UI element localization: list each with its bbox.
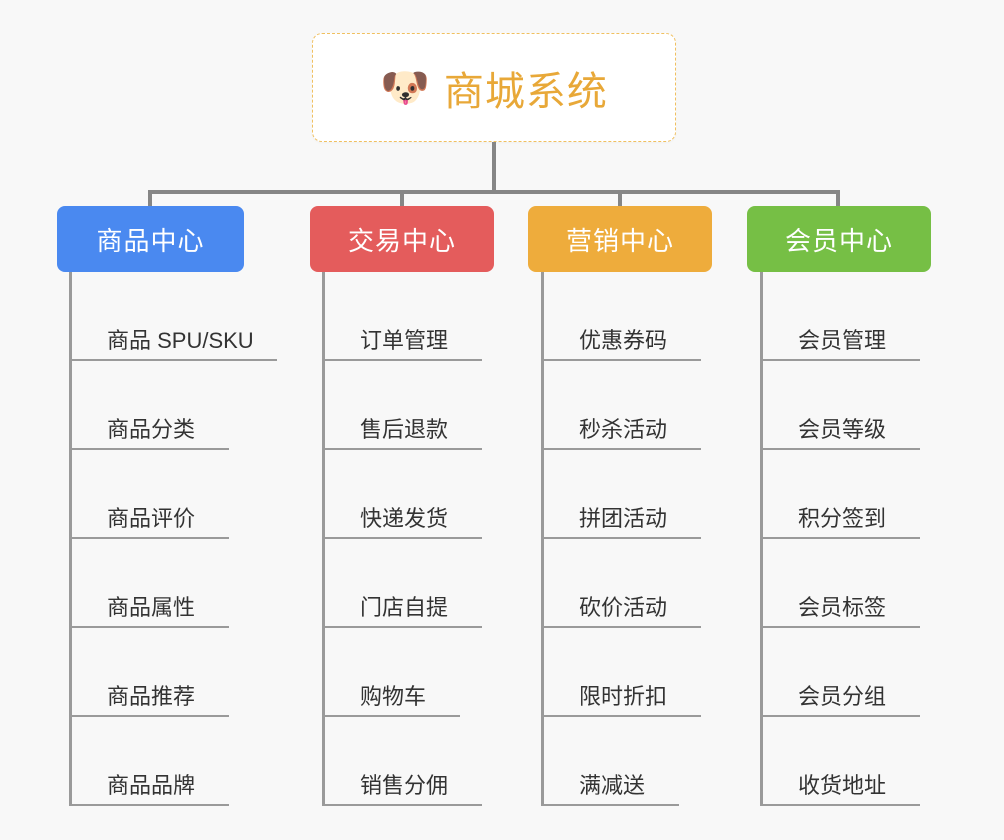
root-title: 商城系统 (443, 69, 608, 114)
leaf-item-label: 限时折扣 (579, 683, 668, 709)
leaf-item-label: 商品分类 (107, 416, 196, 442)
category-box-product-center[interactable]: 商品中心 (57, 206, 244, 272)
leaf-item-label: 购物车 (360, 683, 427, 709)
leaf-spine (541, 272, 544, 806)
branch-drop-line-3 (618, 190, 622, 208)
leaf-item[interactable]: 会员等级 (760, 361, 920, 450)
root-stem-line (492, 142, 496, 194)
leaf-item[interactable]: 购物车 (322, 628, 460, 717)
leaf-item-label: 商品品牌 (107, 772, 196, 798)
leaf-item-label: 会员等级 (798, 416, 887, 442)
category-box-member-center[interactable]: 会员中心 (747, 206, 931, 272)
category-box-trade-center[interactable]: 交易中心 (310, 206, 494, 272)
leaf-item[interactable]: 砍价活动 (541, 539, 701, 628)
leaf-item[interactable]: 订单管理 (322, 272, 482, 361)
leaf-spine (322, 272, 325, 806)
leaf-item[interactable]: 满减送 (541, 717, 679, 806)
branch-drop-line-4 (836, 190, 840, 208)
root-node[interactable]: 🐶 商城系统 (312, 33, 676, 142)
category-label: 营销中心 (565, 225, 674, 256)
leaf-item[interactable]: 拼团活动 (541, 450, 701, 539)
leaf-item-label: 售后退款 (360, 416, 449, 442)
leaf-item[interactable]: 积分签到 (760, 450, 920, 539)
category-label: 商品中心 (96, 225, 205, 256)
leaf-item-label: 满减送 (579, 772, 646, 798)
leaf-item-label: 商品属性 (107, 594, 196, 620)
leaf-item-label: 拼团活动 (579, 505, 668, 531)
leaf-item[interactable]: 限时折扣 (541, 628, 701, 717)
branch-bus-line (148, 190, 840, 194)
leaf-item[interactable]: 会员标签 (760, 539, 920, 628)
leaf-item-label: 会员管理 (798, 327, 887, 353)
category-box-marketing-center[interactable]: 营销中心 (528, 206, 712, 272)
leaf-item[interactable]: 商品品牌 (69, 717, 229, 806)
leaf-item[interactable]: 优惠券码 (541, 272, 701, 361)
leaf-item-label: 门店自提 (360, 594, 449, 620)
leaf-item[interactable]: 商品评价 (69, 450, 229, 539)
leaf-item-label: 收货地址 (798, 772, 887, 798)
leaf-item[interactable]: 销售分佣 (322, 717, 482, 806)
leaf-item-label: 商品推荐 (107, 683, 196, 709)
leaf-item-label: 积分签到 (798, 505, 887, 531)
leaf-item-label: 销售分佣 (360, 772, 449, 798)
leaf-item[interactable]: 售后退款 (322, 361, 482, 450)
leaf-item[interactable]: 会员分组 (760, 628, 920, 717)
leaf-item-label: 会员分组 (798, 683, 887, 709)
leaf-item-label: 优惠券码 (579, 327, 668, 353)
leaf-spine (760, 272, 763, 806)
branch-drop-line-1 (148, 190, 152, 208)
leaf-spine (69, 272, 72, 806)
leaf-item-label: 会员标签 (798, 594, 887, 620)
leaf-item[interactable]: 门店自提 (322, 539, 482, 628)
leaf-item-label: 砍价活动 (579, 594, 668, 620)
leaf-item-label: 商品评价 (107, 505, 196, 531)
leaf-item-label: 快递发货 (360, 505, 449, 531)
leaf-item[interactable]: 商品 SPU/SKU (69, 272, 277, 361)
leaf-item[interactable]: 商品分类 (69, 361, 229, 450)
leaf-item-label: 商品 SPU/SKU (107, 327, 254, 353)
category-label: 交易中心 (347, 225, 456, 256)
branch-drop-line-2 (400, 190, 404, 208)
leaf-item[interactable]: 快递发货 (322, 450, 482, 539)
dog-face-icon: 🐶 (380, 65, 430, 110)
leaf-item[interactable]: 商品推荐 (69, 628, 229, 717)
leaf-item-label: 订单管理 (360, 327, 449, 353)
leaf-item-label: 秒杀活动 (579, 416, 668, 442)
leaf-item[interactable]: 商品属性 (69, 539, 229, 628)
leaf-item[interactable]: 收货地址 (760, 717, 920, 806)
leaf-item[interactable]: 秒杀活动 (541, 361, 701, 450)
category-label: 会员中心 (784, 225, 893, 256)
leaf-item[interactable]: 会员管理 (760, 272, 920, 361)
